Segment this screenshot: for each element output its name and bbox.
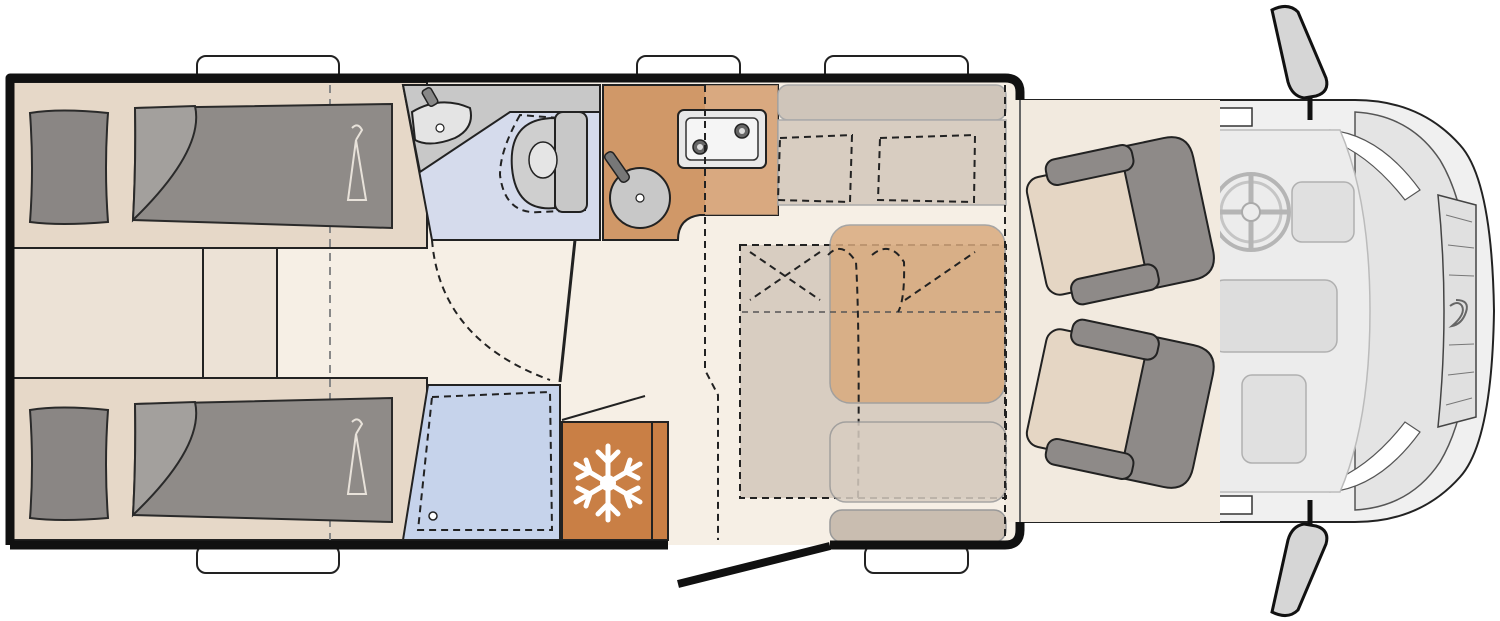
seat-driver — [1025, 136, 1215, 306]
hanger-icon — [346, 124, 368, 201]
washbasin — [410, 101, 472, 145]
pillow-bottom — [28, 406, 110, 521]
duvet-fold-top — [131, 104, 198, 223]
toilet-seat — [528, 141, 558, 179]
door-leaf — [677, 542, 831, 588]
dinette-backrest-bottom — [829, 509, 1007, 543]
entrance-door — [677, 542, 831, 588]
front-grille — [1437, 193, 1477, 429]
dinette — [739, 84, 1007, 543]
sink-faucet — [603, 151, 631, 183]
toilet-tank — [554, 111, 588, 213]
dinette-backrest-top — [777, 84, 1007, 121]
wall-bottom-front — [830, 522, 1025, 550]
faucet — [421, 87, 439, 107]
dinette-bench-front — [829, 421, 1007, 503]
steering-wheel-icon — [1211, 172, 1291, 252]
dash-vent — [1291, 181, 1355, 243]
mirror-right — [1270, 522, 1329, 617]
snowflake-icon — [573, 443, 643, 523]
console-box — [1241, 374, 1307, 464]
shower-drain — [428, 511, 438, 521]
bed-extension — [11, 247, 278, 379]
outer-walls — [5, 73, 1025, 550]
toilet-dashed — [498, 113, 586, 214]
fridge-body — [561, 421, 669, 541]
pillow-top — [28, 109, 110, 225]
windshield-bottom — [1329, 421, 1421, 493]
wall-top — [5, 73, 1025, 545]
windshield-top — [1329, 129, 1421, 201]
mirror-left — [1270, 5, 1329, 100]
side-mirrors — [1270, 5, 1329, 617]
washroom — [401, 84, 601, 383]
kitchen — [602, 84, 779, 540]
brand-logo-icon — [1448, 299, 1468, 328]
shower-dashed — [416, 390, 554, 531]
hanger-icon — [346, 418, 368, 495]
dinette-bench-top — [777, 119, 1007, 206]
fridge — [561, 395, 669, 541]
center-console — [1211, 279, 1338, 353]
duvet-fold-bottom — [131, 400, 198, 518]
cab-seats — [1025, 136, 1215, 489]
shower-tray — [401, 384, 561, 541]
dinette-table — [829, 224, 1006, 404]
seat-passenger — [1025, 318, 1215, 489]
shower — [401, 384, 561, 541]
